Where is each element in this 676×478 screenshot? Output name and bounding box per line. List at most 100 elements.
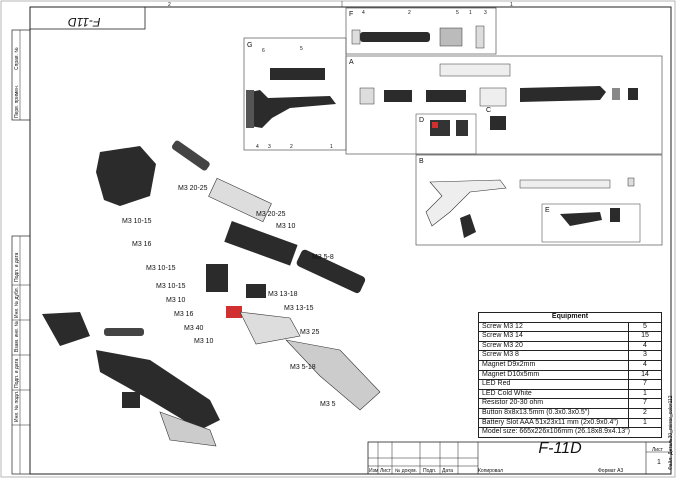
equipment-qty: 1 xyxy=(628,388,662,400)
equipment-qty: 4 xyxy=(628,340,662,352)
drawing-code: F-11D xyxy=(538,440,582,457)
equipment-qty: 7 xyxy=(628,379,662,390)
callout: M3 20-25 xyxy=(256,211,286,218)
top-stamp: F-11D xyxy=(68,15,101,29)
equipment-item: Screw M3 20 xyxy=(478,340,629,352)
equipment-item: Screw M3 12 xyxy=(478,321,629,333)
callout: M3 5 xyxy=(320,401,336,408)
view-label: B xyxy=(419,158,424,165)
callout: M3 16 xyxy=(132,241,152,248)
sheet-number: 1 xyxy=(657,459,661,466)
equipment-item: Screw M3 8 xyxy=(478,350,629,361)
equipment-qty: 14 xyxy=(628,369,662,381)
svg-text:2: 2 xyxy=(290,144,293,150)
view-label: A xyxy=(349,59,354,66)
callout: M3 40 xyxy=(184,325,204,332)
svg-text:4: 4 xyxy=(256,144,259,150)
svg-text:№ докум.: № докум. xyxy=(395,468,417,474)
equipment-qty: 4 xyxy=(628,359,662,371)
view-f: F 4 2 5 1 3 xyxy=(345,7,497,55)
equipment-item: Resistor 20-30 ohm xyxy=(478,398,629,409)
format-label: Формат A3 xyxy=(598,468,624,474)
svg-text:3: 3 xyxy=(484,10,487,16)
equipment-item: Magnet D9x2mm xyxy=(478,359,629,371)
svg-text:6: 6 xyxy=(262,48,265,54)
top-stamp-box xyxy=(29,6,146,30)
callout: M3 10-15 xyxy=(122,218,152,225)
main-assembly xyxy=(42,140,381,447)
equipment-item: LED Red xyxy=(478,379,629,390)
view-a: A xyxy=(345,55,663,155)
equipment-qty: 7 xyxy=(628,398,662,409)
svg-text:Дата: Дата xyxy=(442,468,453,474)
equipment-qty: 2 xyxy=(628,407,662,419)
equipment-item: Button 8x8x13.5mm (0.3x0.3x0.5") xyxy=(478,407,629,419)
view-label: G xyxy=(247,42,252,49)
screw-callouts: M3 20-25 M3 10-15 M3 20-25 M3 16 M3 10 M… xyxy=(122,185,336,408)
sheet-label: Лист xyxy=(652,447,663,453)
svg-text:4: 4 xyxy=(362,10,365,16)
svg-text:Справ. №: Справ. № xyxy=(14,47,20,70)
callout: M3 13-15 xyxy=(284,305,314,312)
svg-text:Изм: Изм xyxy=(369,468,379,474)
callout: M3 20-25 xyxy=(178,185,208,192)
title-block: Изм Лист № докум. Подп. Дата xyxy=(367,441,672,475)
svg-text:3: 3 xyxy=(268,144,271,150)
equipment-row: Battery Slot AAA 51x23x11 mm (2x0.9x0.4"… xyxy=(478,417,662,429)
svg-text:Взам. инв. №: Взам. инв. № xyxy=(14,321,20,352)
file-name: Файл: Деталь30_mirror_color112 xyxy=(667,395,674,470)
view-b: B xyxy=(415,154,663,246)
svg-text:5: 5 xyxy=(456,10,459,16)
equipment-qty: 15 xyxy=(628,331,662,342)
svg-text:Перв. примен.: Перв. примен. xyxy=(14,85,20,118)
callout: M3 5-8 xyxy=(312,254,334,261)
callout: M3 10-15 xyxy=(146,265,176,272)
callout: M3 5-18 xyxy=(290,364,316,371)
equipment-title: Equipment xyxy=(478,312,662,323)
model-size: Model size: 665x226x106mm (26.18x8.9x4.1… xyxy=(478,427,662,438)
equipment-item: Battery Slot AAA 51x23x11 mm (2x0.9x0.4"… xyxy=(478,417,629,429)
copied-label: Копировал xyxy=(478,468,504,474)
equipment-item: Screw M3 14 xyxy=(478,331,629,342)
equipment-item: Magnet D10x5mm xyxy=(478,369,629,381)
svg-text:Подп. и дата: Подп. и дата xyxy=(14,252,20,282)
zone-number: 1 xyxy=(510,2,513,8)
svg-text:Инв. № дубл.: Инв. № дубл. xyxy=(14,287,20,318)
view-label: C xyxy=(486,107,491,114)
callout: M3 25 xyxy=(300,329,320,336)
callout: M3 10 xyxy=(194,338,214,345)
view-e: E xyxy=(541,203,641,243)
svg-text:5: 5 xyxy=(300,46,303,52)
equipment-row: Button 8x8x13.5mm (0.3x0.3x0.5")2 xyxy=(478,407,662,419)
part-barrel xyxy=(360,32,430,42)
equipment-qty: 3 xyxy=(628,350,662,361)
svg-text:Подп. и дата: Подп. и дата xyxy=(14,358,20,388)
equipment-item: LED Cold White xyxy=(478,388,629,400)
view-label: D xyxy=(419,117,424,124)
equipment-qty: 5 xyxy=(628,321,662,333)
svg-text:2: 2 xyxy=(408,10,411,16)
svg-text:Инв. № подл.: Инв. № подл. xyxy=(14,391,20,422)
view-label: E xyxy=(545,207,550,214)
svg-text:1: 1 xyxy=(330,144,333,150)
svg-text:Подп.: Подп. xyxy=(423,468,436,474)
callout: M3 16 xyxy=(174,311,194,318)
equipment-qty: 1 xyxy=(628,417,662,429)
callout: M3 10-15 xyxy=(156,283,186,290)
left-top-strip xyxy=(11,29,31,121)
callout: M3 10 xyxy=(276,223,296,230)
zone-number: 2 xyxy=(168,2,171,8)
view-g: G 6 5 2 4 3 1 xyxy=(243,37,347,151)
callout: M3 10 xyxy=(166,297,186,304)
